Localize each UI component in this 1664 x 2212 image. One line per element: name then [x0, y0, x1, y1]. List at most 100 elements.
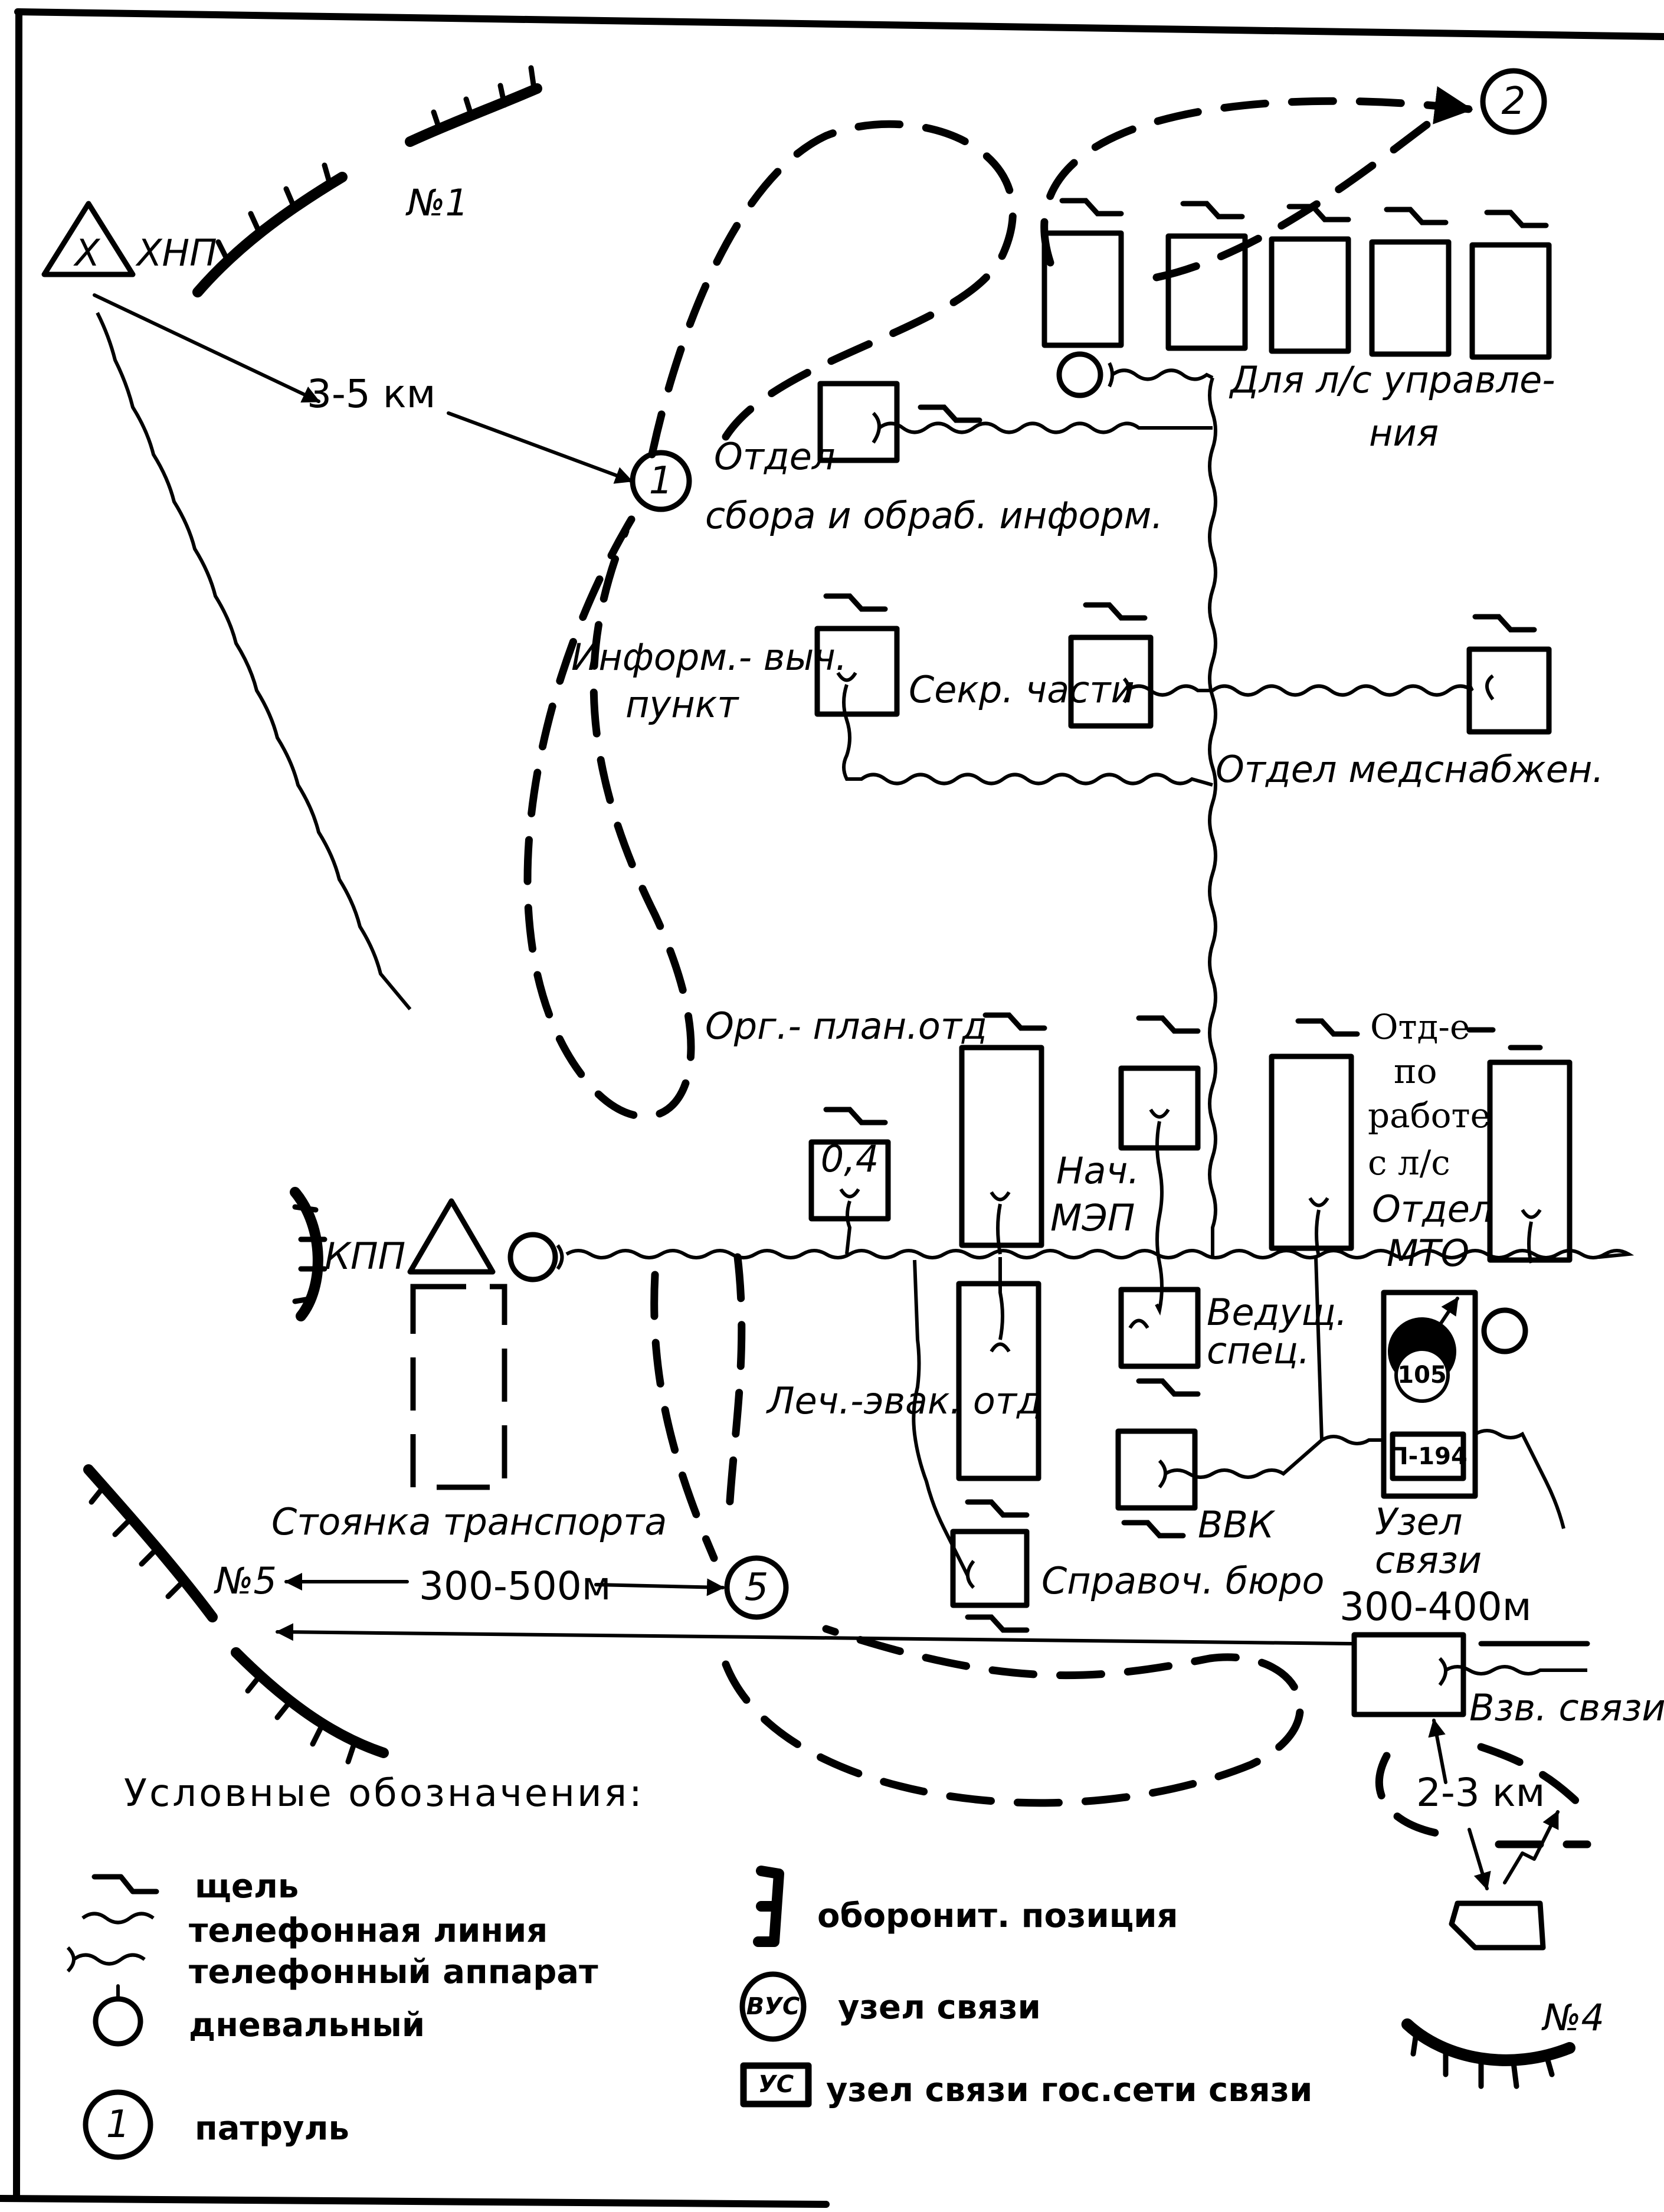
building [1068, 634, 1154, 729]
phone-line [565, 1249, 1634, 1259]
trench-icon [1387, 210, 1446, 222]
legend-item-phone-line: телефонная линия [81, 1912, 548, 1950]
head-mep-label: Нач. [1056, 1149, 1139, 1192]
mto-label-2: МТО [1387, 1232, 1469, 1275]
legend-label: оборонит. позиция [817, 1897, 1178, 1935]
comm-node-icon [739, 1971, 807, 2042]
trench-icon [1139, 1381, 1198, 1394]
defensive-position-4-label: №4 [1541, 1996, 1604, 2039]
orderly-icon [507, 1232, 558, 1282]
orderly-icon [93, 1996, 143, 2047]
comm-platoon[interactable]: Взв. связи 2-3 км [1351, 1632, 1664, 1951]
personnel-work-dept[interactable]: Отд-е по работе с л/с [1269, 1007, 1491, 1258]
state-comm-node-symbol: УС [758, 2071, 794, 2098]
personnel-dept-label-3: работе [1368, 1095, 1491, 1136]
observation-post[interactable]: Х ХНП [41, 201, 217, 277]
trench-icon [968, 1617, 1027, 1630]
observation-post-label: ХНП [135, 231, 217, 274]
trench-icon [1487, 212, 1546, 225]
trench-icon [968, 1502, 1027, 1515]
transport-parking-label: Стоянка транспорта [271, 1500, 667, 1543]
legend-label: узел связи [838, 1988, 1041, 2027]
trench-icon [1139, 1018, 1198, 1031]
building[interactable] [1165, 233, 1248, 351]
parking-area [410, 1284, 507, 1490]
computing-point[interactable]: Информ.- выч. пункт [571, 596, 1213, 787]
mto-dept[interactable]: Отдел МТО [1372, 1027, 1573, 1275]
vvk[interactable]: ВВК [1115, 1256, 1324, 1546]
med-supply-label: Отдел медснабжен. [1216, 748, 1604, 791]
trench-icon [985, 1015, 1044, 1028]
building [808, 1139, 891, 1222]
comm-node-distance-label: 300-400м [1339, 1584, 1532, 1629]
computing-point-label: Информ.- выч. [571, 636, 847, 679]
observation-post-symbol: Х [73, 231, 101, 274]
building[interactable] [1041, 230, 1124, 348]
comm-node-symbol: ВУС [746, 1993, 800, 2020]
defensive-position-1: №1 [192, 65, 542, 297]
info-collection-dept[interactable]: Отдел сбора и обраб. информ. [705, 381, 1213, 537]
med-evac-dept[interactable]: Леч.-эвак. отд [766, 1257, 1042, 1515]
legend-item-phone-set: телефонный аппарат [66, 1946, 598, 1991]
trench-icon [1183, 204, 1242, 217]
mep-head-box[interactable] [1118, 1018, 1201, 1316]
patrol-5[interactable]: 5 [724, 1555, 789, 1620]
org-plan-label: Орг.- план.отд [705, 1004, 987, 1048]
patrol-1-label: 1 [649, 459, 673, 503]
trench-icon [1298, 1021, 1357, 1034]
transport-parking[interactable]: Стоянка транспорта [271, 1284, 667, 1543]
building[interactable] [1269, 236, 1351, 354]
checkpoint[interactable]: КПП [290, 1187, 564, 1321]
defensive-position-icon [83, 1464, 218, 1622]
state-comm-node-icon [740, 2062, 812, 2108]
patrol-routes [523, 86, 1473, 1807]
info-bureau[interactable]: Справоч. бюро [912, 1259, 1324, 1630]
patrol-2-label: 2 [1502, 80, 1526, 123]
secret-part[interactable]: Секр. части [909, 605, 1474, 729]
org-plan-building[interactable]: Нач. МЭП [959, 1015, 1139, 1255]
legend: Условные обозначения: щель телефонная ли… [66, 1772, 1312, 2160]
info-dept-label-2: сбора и обраб. информ. [705, 494, 1163, 537]
lead-spec[interactable]: Ведущ. спец. [1118, 1287, 1347, 1394]
trench-icon [1475, 617, 1534, 630]
patrol-1[interactable]: 1 [630, 450, 692, 512]
building[interactable] [1469, 242, 1552, 360]
box-04[interactable]: 0,4 [808, 1110, 891, 1255]
legend-label: щель [195, 1867, 299, 1906]
building[interactable] [1369, 239, 1452, 357]
head-mep-label-2: МЭП [1050, 1196, 1135, 1239]
phone-set-icon [66, 1946, 146, 1973]
building [1118, 1065, 1201, 1151]
box-04-label: 0,4 [821, 1137, 879, 1180]
legend-item-defensive-position: оборонит. позиция [753, 1866, 1178, 1947]
state-comm-node-icon [1390, 1431, 1466, 1481]
defensive-position-5: №5 [83, 1464, 389, 1765]
mto-label: Отдел [1372, 1187, 1493, 1231]
checkpoint-triangle-icon [407, 1198, 496, 1275]
legend-item-state-comm-node: УС узел связи гос.сети связи [740, 2062, 1312, 2109]
trench-icon [1062, 201, 1121, 214]
computing-point-label-2: пункт [625, 683, 739, 726]
personnel-dept-label: Отд-е [1370, 1007, 1470, 1047]
building [959, 1045, 1044, 1248]
phone-line [96, 312, 412, 1010]
legend-label: телефонная линия [189, 1912, 548, 1950]
radio-station-icon [1449, 1900, 1546, 1951]
legend-item-comm-node: ВУС узел связи [739, 1971, 1041, 2042]
patrol-icon [1480, 68, 1547, 135]
patrol-icon [724, 1555, 789, 1620]
orderly-icon [1056, 351, 1103, 398]
comm-node[interactable]: 105 П-194 Узел связи 300-400м [1321, 1290, 1565, 1629]
med-supply-dept[interactable]: Отдел медснабжен. [1216, 617, 1604, 791]
station-105-label: 105 [1397, 1362, 1447, 1389]
building [1115, 1428, 1198, 1511]
defensive-position-icon [231, 1647, 389, 1758]
patrol-2[interactable]: 2 [1480, 68, 1547, 135]
building [1269, 1053, 1354, 1251]
vvk-label: ВВК [1198, 1503, 1276, 1546]
defensive-position-icon [753, 1866, 784, 1947]
med-evac-label: Леч.-эвак. отд [766, 1379, 1042, 1422]
legend-item-orderly: дневальный [93, 1984, 425, 2047]
defensive-position-1-label: №1 [405, 181, 469, 224]
info-dept-label: Отдел [714, 435, 836, 478]
